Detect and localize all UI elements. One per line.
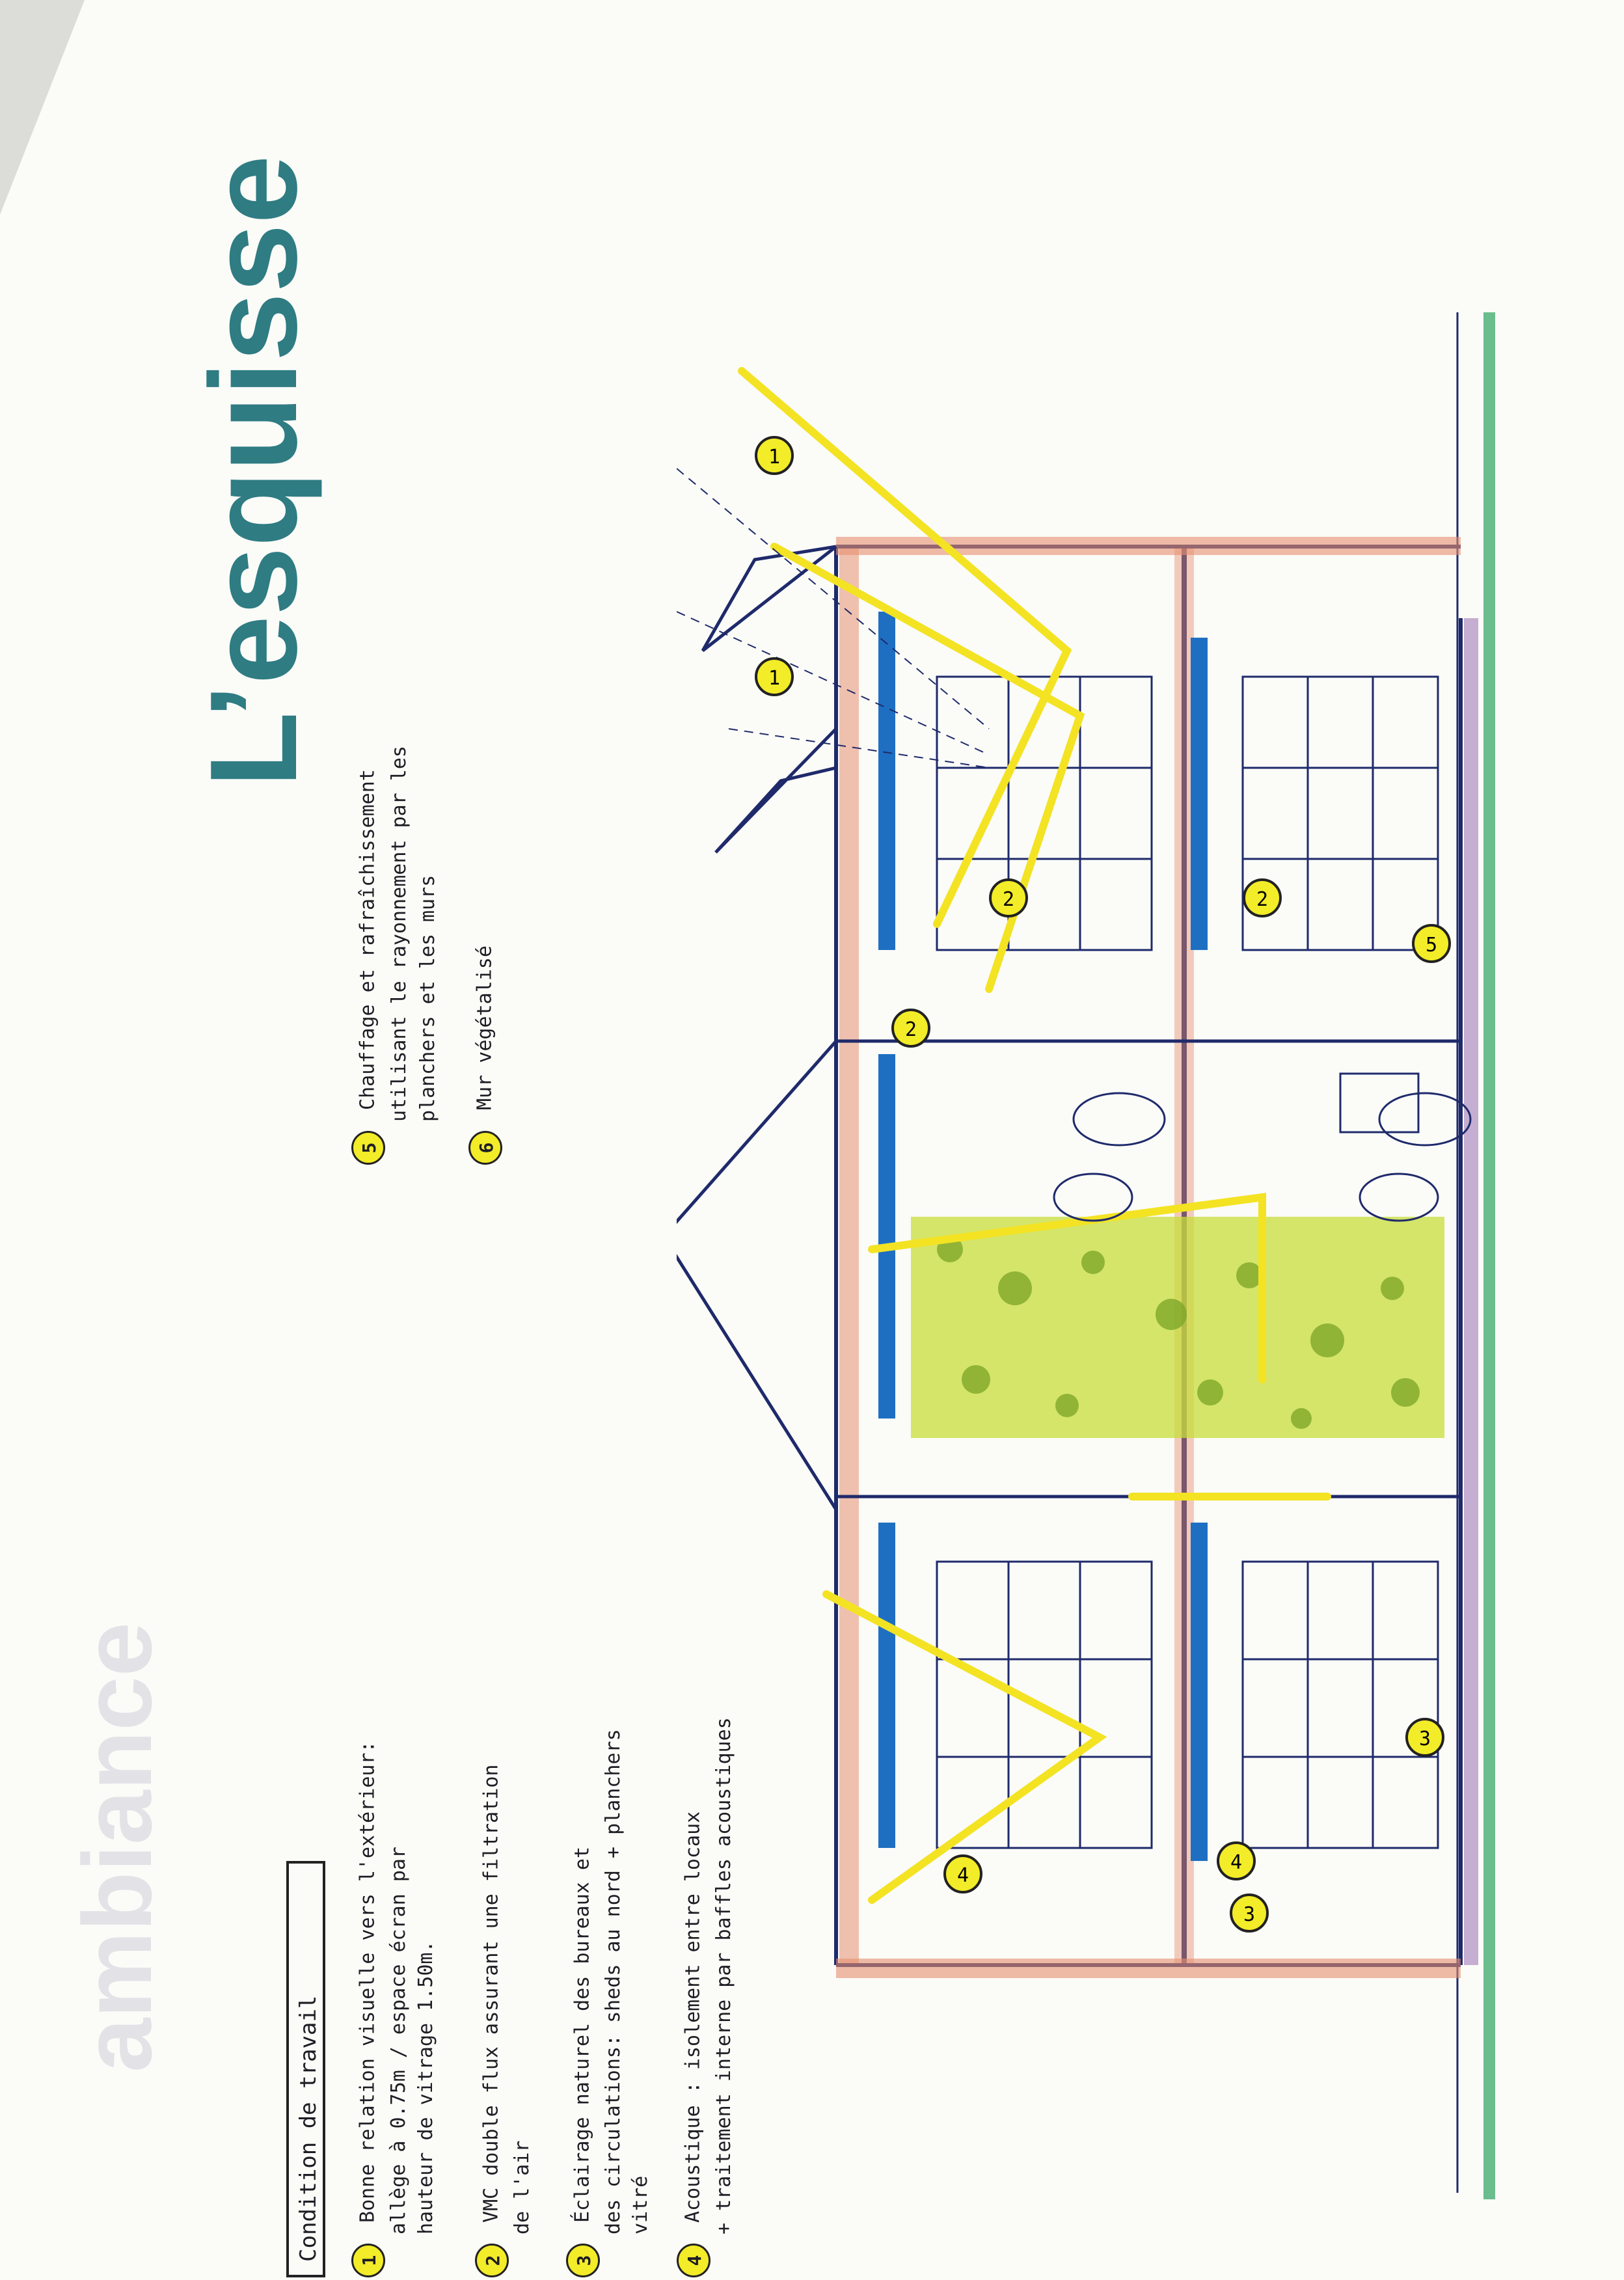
page-corner-fold	[0, 0, 85, 215]
svg-text:1: 1	[768, 667, 780, 690]
note-line: VMC double flux assurant une filtration	[480, 1764, 503, 2223]
note-item-6: 6 Mur végétalisé	[468, 945, 502, 1165]
notes-heading: Condition de travail	[295, 1995, 321, 2262]
marker-4: 4	[943, 1854, 982, 1893]
note-line: hauteur de vitrage 1.50m.	[414, 1940, 437, 2234]
marker-3: 3	[1405, 1718, 1444, 1757]
note-line: Éclairage naturel des bureaux et	[571, 1846, 594, 2223]
radiant-panel	[1191, 1523, 1208, 1861]
note-item-1: 1 Bonne relation visuelle vers l'extérie…	[351, 1741, 440, 2277]
svg-text:2: 2	[1256, 888, 1268, 911]
roof-slab	[839, 547, 859, 1965]
svg-text:2: 2	[1003, 888, 1014, 911]
marker-3: 3	[1230, 1893, 1269, 1933]
radiant-panel	[1191, 638, 1208, 950]
marker-2: 2	[989, 878, 1028, 917]
ground-line	[1483, 312, 1495, 2199]
marker-4: 4	[1217, 1841, 1256, 1880]
note-bullet: 5	[351, 1131, 385, 1165]
svg-text:4: 4	[957, 1864, 969, 1887]
notes-heading-box: Condition de travail	[286, 1861, 325, 2277]
note-line: Bonne relation visuelle vers l'extérieur…	[356, 1741, 379, 2223]
radiant-panel	[878, 1523, 895, 1848]
vegetation-texture	[937, 1236, 1420, 1429]
svg-text:2: 2	[905, 1018, 917, 1041]
roof-sheds	[677, 545, 838, 1511]
sky-dashed-lines	[677, 468, 990, 768]
marker-5: 5	[1412, 924, 1451, 963]
note-line: de l'air	[511, 2140, 534, 2235]
sunlight-paths	[738, 367, 1331, 1904]
note-bullet: 1	[351, 2244, 385, 2277]
note-item-5: 5 Chauffage et rafraîchissement utilisan…	[351, 746, 442, 1165]
marker-2: 2	[1243, 878, 1282, 917]
svg-text:4: 4	[1230, 1851, 1242, 1874]
note-bullet: 6	[468, 1131, 502, 1165]
note-line: des circulations: sheds au nord + planch…	[602, 1729, 625, 2234]
ground-slab	[1464, 618, 1478, 1965]
annotation-markers: 1 1 2 2 2 3 3 4 4 5	[755, 436, 1451, 1933]
note-line: utilisant le rayonnement par les	[388, 746, 411, 1122]
window-grids	[936, 675, 1439, 1849]
svg-text:3: 3	[1419, 1728, 1431, 1750]
note-line: Chauffage et rafraîchissement	[356, 769, 379, 1110]
end-wall-bottom-fill	[836, 1959, 1461, 1978]
note-bullet: 2	[475, 2244, 509, 2277]
svg-text:5: 5	[1426, 934, 1437, 957]
note-line: allège à 0.75m / espace écran par	[387, 1846, 410, 2234]
radiant-panel	[878, 612, 895, 950]
notes-comfort: 5 Chauffage et rafraîchissement utilisan…	[338, 449, 547, 1165]
svg-text:3: 3	[1243, 1903, 1255, 1926]
note-bullet: 4	[677, 2244, 710, 2277]
note-bullet: 3	[566, 2244, 600, 2277]
radiant-panel	[878, 1054, 895, 1418]
note-item-3: 3 Éclairage naturel des bureaux et des c…	[566, 1729, 655, 2277]
note-line: vitré	[629, 2175, 652, 2234]
building-section-sketch: 1 1 2 2 2 3 3 4 4 5	[677, 312, 1495, 2199]
marker-2: 2	[891, 1009, 930, 1048]
note-line: planchers et les murs	[416, 875, 439, 1122]
note-item-2: 2 VMC double flux assurant une filtratio…	[475, 1765, 536, 2277]
note-line: Mur végétalisé	[473, 945, 496, 1110]
page-title: L’esquisse	[185, 155, 323, 787]
end-wall-top-fill	[836, 537, 1461, 555]
furniture-sketch	[1053, 1072, 1472, 1222]
marker-1: 1	[755, 657, 794, 696]
marker-1: 1	[755, 436, 794, 475]
faded-background-word: ambiance	[62, 1622, 172, 2072]
svg-text:1: 1	[768, 446, 780, 468]
